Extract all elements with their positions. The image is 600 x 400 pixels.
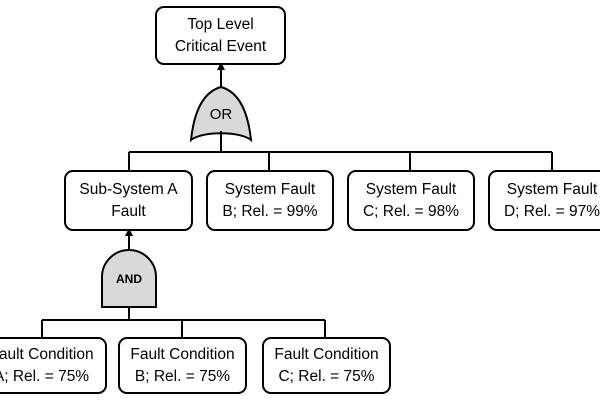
or-gate-label: OR <box>209 106 233 123</box>
system-d-box: System Fault D; Rel. = 97% <box>488 170 600 231</box>
condition-a-line2: A; Rel. = 75% <box>0 367 90 385</box>
system-b-line2: B; Rel. = 99% <box>222 202 318 220</box>
system-d-line1: System Fault <box>506 180 598 198</box>
condition-c-line1: Fault Condition <box>274 345 379 363</box>
system-c-line2: C; Rel. = 98% <box>362 202 460 220</box>
and-gate-label: AND <box>116 272 142 286</box>
condition-b-line2: B; Rel. = 75% <box>134 367 231 385</box>
system-c-line1: System Fault <box>365 180 457 198</box>
top-event-box: Top Level Critical Event <box>155 6 286 65</box>
condition-a-box: Fault Condition A; Rel. = 75% <box>0 337 107 394</box>
and-gate-shape <box>101 249 157 308</box>
system-d-line2: D; Rel. = 97% <box>503 202 600 220</box>
condition-a-line1: Fault Condition <box>0 345 94 363</box>
top-event-line2: Critical Event <box>174 37 267 55</box>
subsystem-a-box: Sub-System A Fault <box>64 170 193 231</box>
subsystem-a-line2: Fault <box>111 202 146 220</box>
system-b-box: System Fault B; Rel. = 99% <box>206 170 334 231</box>
system-b-line1: System Fault <box>224 180 316 198</box>
system-c-box: System Fault C; Rel. = 98% <box>347 170 475 231</box>
condition-b-box: Fault Condition B; Rel. = 75% <box>118 337 247 394</box>
top-event-line1: Top Level <box>187 15 254 33</box>
condition-b-line1: Fault Condition <box>130 345 235 363</box>
condition-c-line2: C; Rel. = 75% <box>278 367 375 385</box>
condition-c-box: Fault Condition C; Rel. = 75% <box>262 337 391 394</box>
subsystem-a-line1: Sub-System A <box>79 180 178 198</box>
